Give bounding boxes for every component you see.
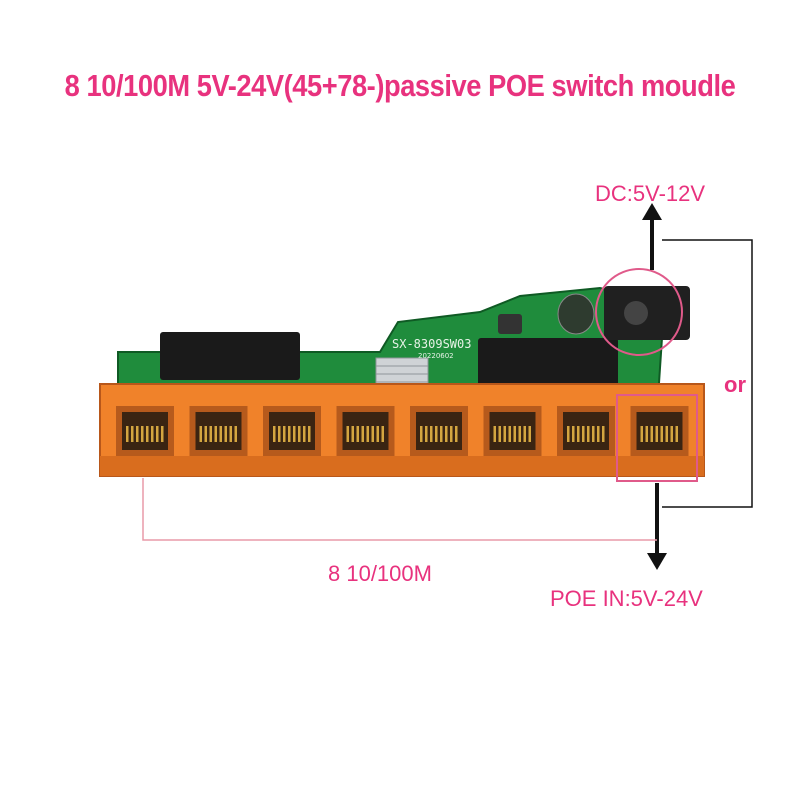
inductor <box>498 314 522 334</box>
dc-voltage-label: DC:5V-12V <box>595 181 706 206</box>
ports-bracket <box>142 478 657 541</box>
rj45-port <box>336 406 395 456</box>
rj45-port <box>557 406 615 456</box>
transformer-left <box>160 332 300 380</box>
rj45-port <box>263 406 321 456</box>
arrow-down-icon <box>647 553 667 570</box>
arrow-up-icon <box>642 203 662 220</box>
or-label: or <box>724 372 746 397</box>
board-date: 20220602 <box>418 352 454 360</box>
rj45-port <box>630 406 689 456</box>
pcb-board: SX-8309SW03 20220602 <box>117 286 690 399</box>
product-title: 8 10/100M 5V-24V(45+78-)passive POE swit… <box>64 68 736 103</box>
port-housing <box>99 383 705 477</box>
rj45-port <box>483 406 542 456</box>
dc-highlight-circle <box>595 268 683 356</box>
rj45-port <box>410 406 468 456</box>
poe-port-highlight <box>616 394 698 482</box>
capacitor <box>557 293 595 335</box>
poe-in-label: POE IN:5V-24V <box>550 586 703 611</box>
or-bracket <box>662 239 753 508</box>
transformer-right <box>478 338 618 386</box>
rj45-port <box>116 406 174 456</box>
rj45-port <box>189 406 248 456</box>
ports-label: 8 10/100M <box>328 561 432 586</box>
board-model: SX-8309SW03 <box>392 337 471 351</box>
